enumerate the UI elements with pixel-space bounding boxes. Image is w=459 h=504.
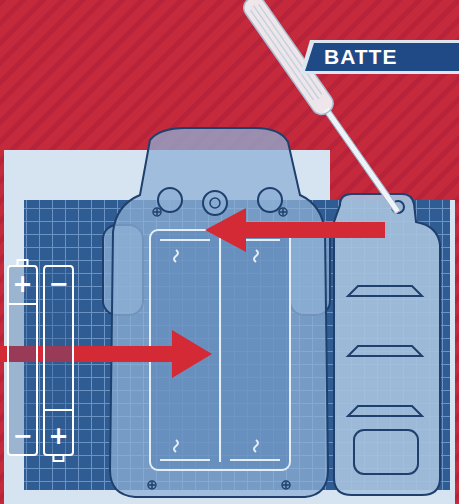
battery-cover bbox=[334, 194, 440, 495]
robot-body bbox=[103, 128, 330, 497]
polarity-mark: − bbox=[7, 424, 38, 448]
screw-holes bbox=[148, 198, 290, 489]
battery: +− bbox=[7, 258, 38, 456]
battery: −+ bbox=[43, 258, 74, 456]
polarity-mark: − bbox=[43, 272, 74, 296]
screwdriver bbox=[240, 0, 407, 218]
banner-title: BATTE bbox=[300, 40, 459, 74]
arrow-cover-to-hole bbox=[205, 208, 385, 252]
polarity-mark: + bbox=[7, 272, 38, 296]
polarity-mark: + bbox=[43, 424, 74, 448]
title-banner: BATTE bbox=[300, 40, 459, 74]
